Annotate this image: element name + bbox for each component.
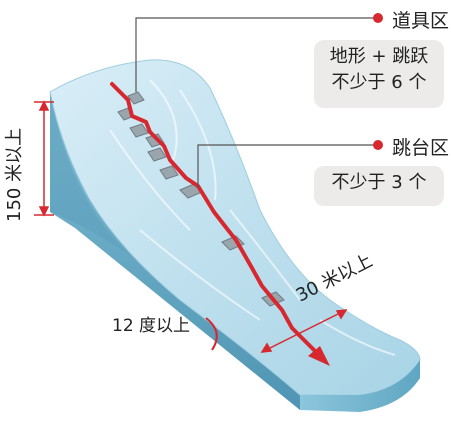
width-dimension [260,309,348,353]
jump-zone-box: 不少于 3 个 [314,166,444,206]
prop-block [147,147,167,162]
props-zone-title: 道具区 [392,10,450,32]
props-callout-line [135,17,378,92]
height-label: 150 米以上 [4,128,25,222]
jump-block [221,235,245,251]
descent-path [110,82,322,358]
prop-block [127,91,145,105]
slope-label: 12 度以上 [112,316,190,336]
slope-left-wall [50,92,130,255]
slope-front-face [300,360,420,412]
slope-angle-arc [205,317,218,351]
jump-callout-dot [373,140,383,150]
snow-texture [109,79,396,356]
props-zone-line1: 地形 + 跳跃 [329,46,429,67]
height-dimension [34,100,54,217]
slope-top-surface [49,59,421,396]
jump-zone-title: 跳台区 [392,137,450,159]
descent-arrowhead [308,346,330,366]
props-zone-line2: 不少于 6 个 [331,72,427,93]
props-zone-box: 地形 + 跳跃 不少于 6 个 [314,40,444,108]
jump-zone-line1: 不少于 3 个 [331,172,427,193]
props-callout-dot [373,13,383,23]
prop-block [159,165,179,180]
prop-block [129,123,149,138]
jump-callout-line [197,144,378,188]
